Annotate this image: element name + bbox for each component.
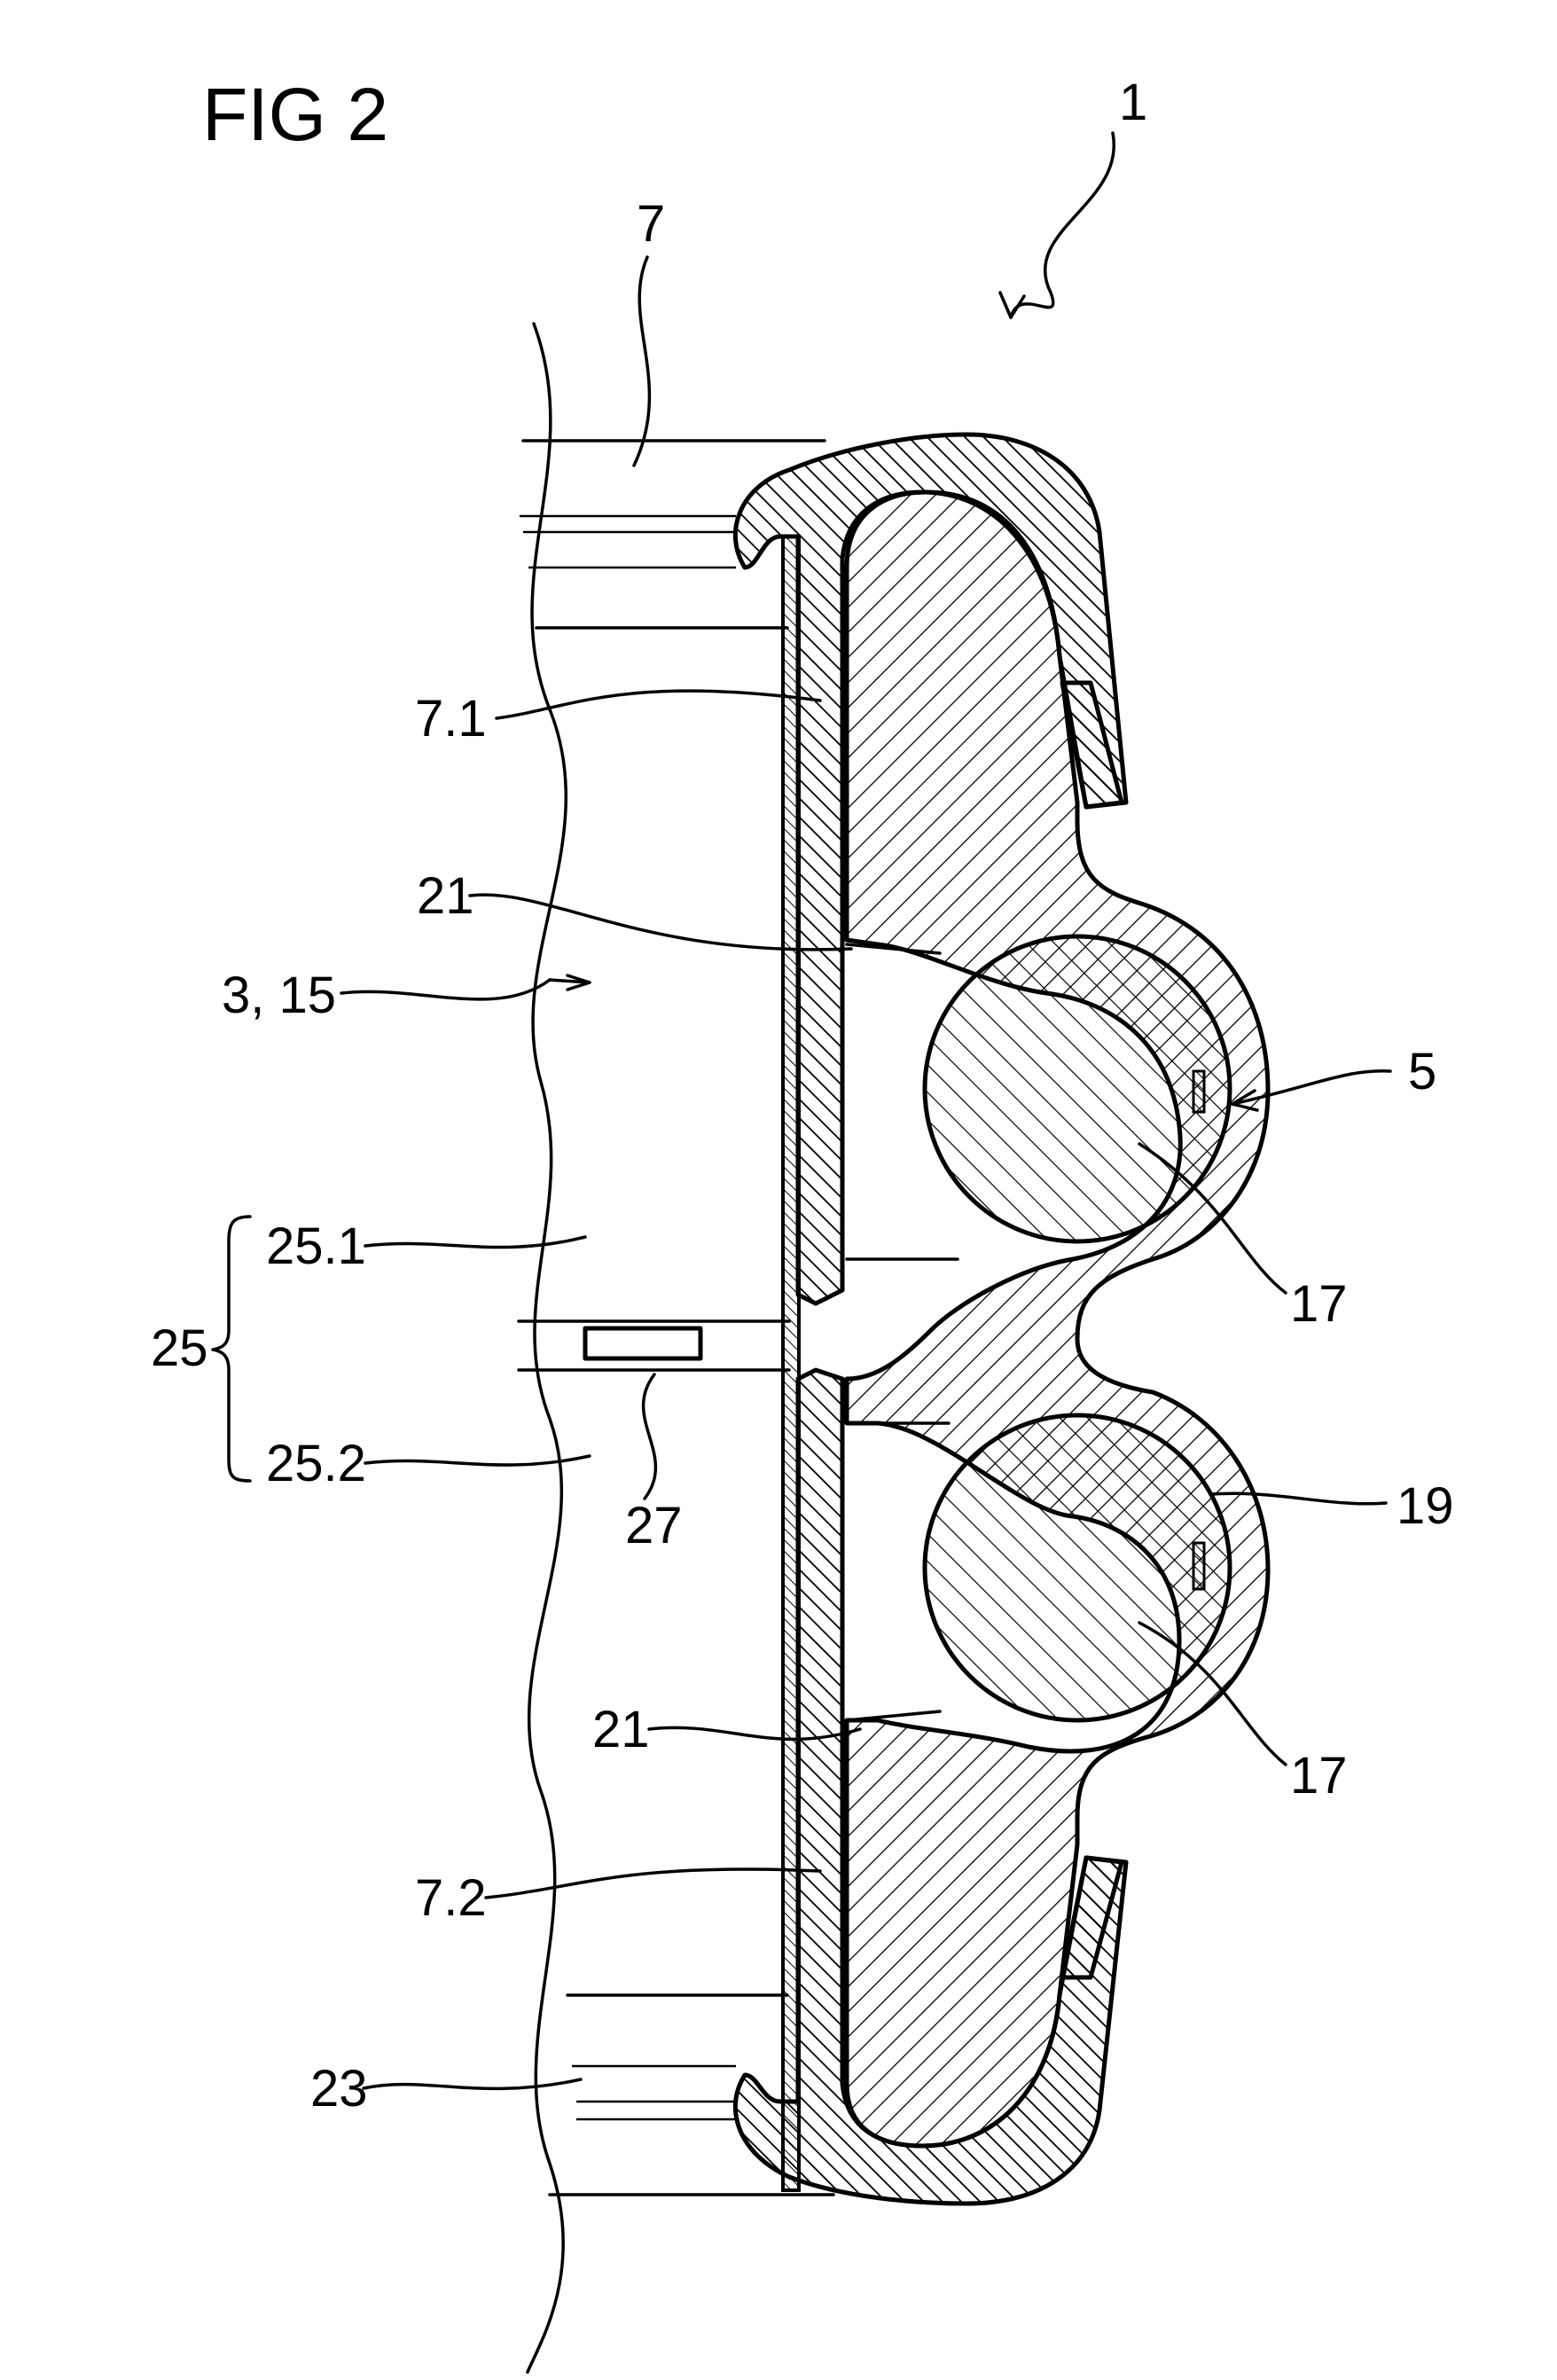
label-25: 25 [151,1319,208,1377]
conductor-17-top [922,934,1232,1244]
label-27: 27 [625,1497,683,1554]
label-7: 7 [637,195,665,253]
label-25-2: 25.2 [266,1435,366,1492]
label-5: 5 [1408,1043,1436,1100]
figure-title: FIG 2 [202,73,388,156]
conductor-17-bottom [922,1413,1232,1723]
upper-clip [1060,680,1124,810]
label-21-top: 21 [417,867,474,925]
segment-divider [517,1319,791,1372]
label-25-1: 25.1 [266,1217,366,1275]
label-3-15: 3, 15 [222,967,336,1024]
sensor-pad-bottom [1192,1541,1206,1591]
label-17-bottom: 17 [1290,1747,1348,1805]
leader-lines [340,131,1392,2091]
upper-channel-lines [520,439,826,630]
label-17-top: 17 [1290,1275,1348,1333]
elastomer-body-19 [844,489,1271,2149]
label-23: 23 [310,2060,368,2118]
cavity-lines [845,943,959,1722]
break-line [526,322,568,2374]
label-21-bottom: 21 [592,1701,650,1758]
bracket-25 [211,1215,252,1483]
sensor-5-top [1192,1069,1206,1114]
label-7-1: 7.1 [415,690,487,748]
label-1: 1 [1119,74,1147,131]
component-27 [583,1326,703,1361]
label-7-2: 7.2 [415,1869,487,1927]
label-19: 19 [1397,1477,1454,1535]
lower-clip [1060,1855,1124,1980]
lower-channel-lines [548,1993,835,2196]
